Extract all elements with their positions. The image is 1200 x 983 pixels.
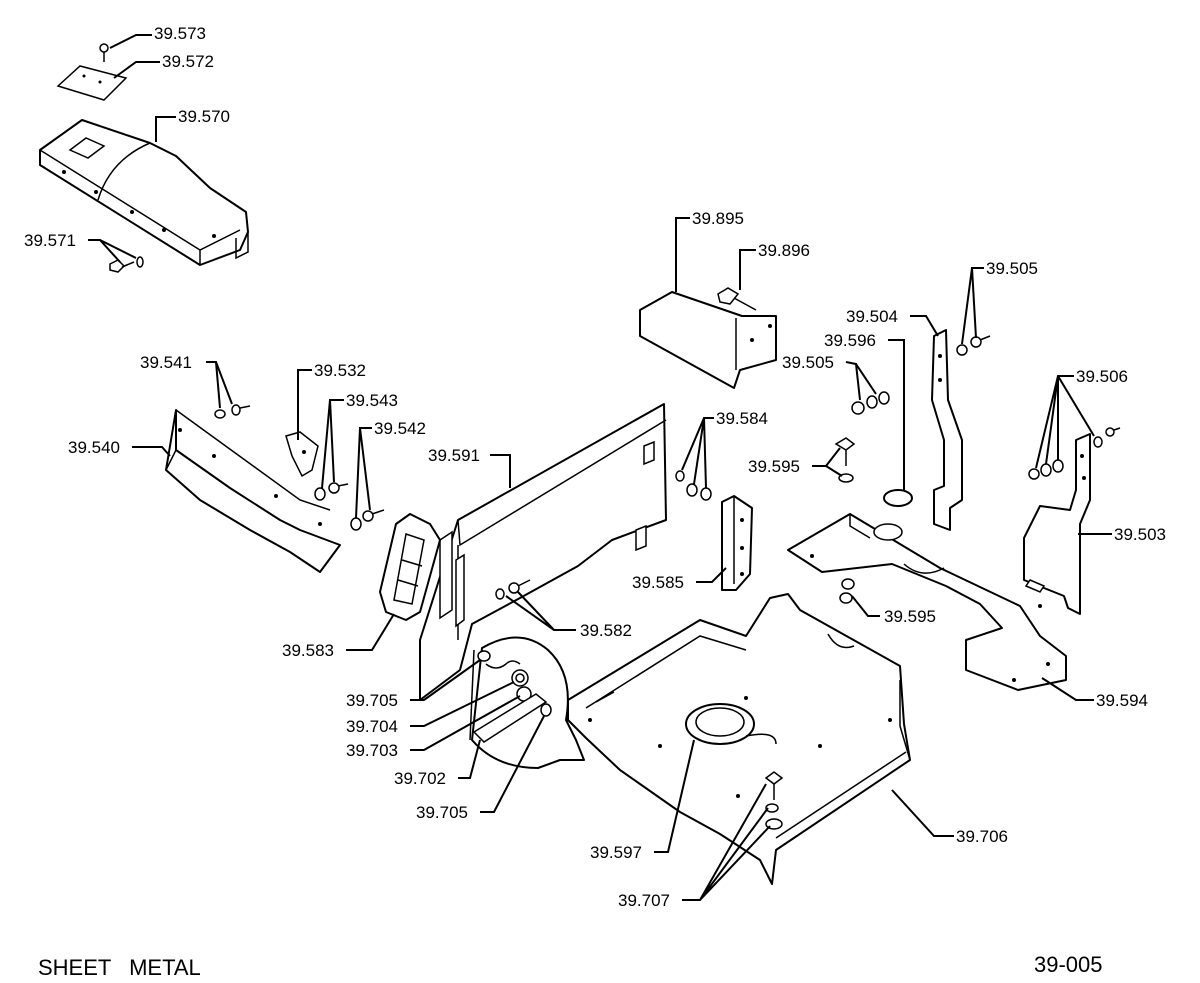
bolt-39-542 — [362, 509, 385, 522]
fastener-upper — [643, 440, 655, 466]
nut-39-705-upper — [477, 650, 491, 662]
label-39-705-upper: 39.705 — [346, 691, 398, 710]
label-39-704: 39.704 — [346, 717, 398, 736]
clutch-shield-assembly — [469, 636, 585, 769]
washer-39-542 — [350, 517, 362, 531]
label-39-707: 39.707 — [618, 891, 670, 910]
washer-39-582 — [495, 588, 505, 600]
label-39-572: 39.572 — [162, 52, 214, 71]
leader-lines — [88, 34, 1112, 901]
label-39-703: 39.703 — [346, 741, 398, 760]
label-39-582: 39.582 — [580, 621, 632, 640]
label-39-571: 39.571 — [24, 231, 76, 250]
bolt-39-541 — [231, 404, 251, 416]
nut-39-705-lower — [540, 703, 552, 717]
screw-washer-39-571 — [109, 256, 144, 273]
upright-bracket-39-503 — [1023, 427, 1121, 615]
label-39-503: 39.503 — [1114, 525, 1166, 544]
hardware-39-505-mid — [851, 391, 890, 415]
fastener-lower — [635, 524, 647, 552]
label-39-597: 39.597 — [590, 843, 642, 862]
page-caption-title: SHEET METAL — [38, 955, 201, 980]
label-39-895: 39.895 — [692, 209, 744, 228]
label-39-504: 39.504 — [846, 307, 898, 326]
label-39-505-top: 39.505 — [986, 259, 1038, 278]
nut-39-595-lower — [839, 578, 855, 604]
side-panel-39-591 — [419, 403, 667, 701]
label-39-505-mid: 39.505 — [782, 353, 834, 372]
plug-39-596 — [883, 489, 913, 507]
floor-pan-39-706 — [567, 593, 911, 885]
dash-cover-assembly — [39, 43, 249, 273]
mount-plate-39-594 — [787, 513, 1067, 691]
label-39-570: 39.570 — [178, 107, 230, 126]
bolt-39-582 — [508, 579, 531, 594]
label-39-702: 39.702 — [394, 769, 446, 788]
bracket-39-585 — [675, 470, 753, 591]
bolt-39-505-upper — [970, 335, 991, 348]
label-39-896: 39.896 — [758, 241, 810, 260]
bolt-39-707 — [764, 771, 784, 830]
upright-bracket-39-504 — [931, 329, 991, 531]
screw-39-573 — [99, 43, 109, 62]
plate-39-572 — [56, 65, 128, 101]
clip-39-532 — [285, 431, 319, 478]
label-39-542: 39.542 — [374, 419, 426, 438]
bracket-39-895 — [639, 287, 777, 389]
label-39-541: 39.541 — [140, 353, 192, 372]
label-39-540: 39.540 — [68, 438, 120, 457]
bolt-39-506 — [1105, 427, 1121, 437]
label-39-706: 39.706 — [956, 827, 1008, 846]
washer-39-543 — [314, 487, 326, 501]
arm-39-702 — [472, 693, 548, 743]
label-39-585: 39.585 — [632, 573, 684, 592]
bolt-39-896 — [717, 287, 757, 311]
label-39-591: 39.591 — [428, 446, 480, 465]
label-39-573: 39.573 — [154, 24, 206, 43]
side-plate-39-540 — [165, 404, 385, 573]
label-39-705-lower: 39.705 — [416, 803, 468, 822]
label-39-506: 39.506 — [1076, 367, 1128, 386]
label-39-584: 39.584 — [716, 409, 768, 428]
page-code: 39-005 — [1034, 952, 1103, 977]
label-39-595-upper: 39.595 — [748, 457, 800, 476]
bolt-39-543 — [328, 482, 349, 494]
label-39-532: 39.532 — [314, 361, 366, 380]
label-39-543: 39.543 — [346, 391, 398, 410]
label-39-594: 39.594 — [1096, 691, 1148, 710]
label-39-595-lower: 39.595 — [884, 607, 936, 626]
cover-39-570 — [39, 119, 249, 266]
label-39-583: 39.583 — [282, 641, 334, 660]
bolt-39-595-upper — [834, 437, 856, 483]
washer-39-541 — [214, 409, 226, 419]
callout-labels: 39.573 39.572 39.570 39.571 39.895 39.89… — [24, 24, 1166, 910]
label-39-596: 39.596 — [824, 331, 876, 350]
